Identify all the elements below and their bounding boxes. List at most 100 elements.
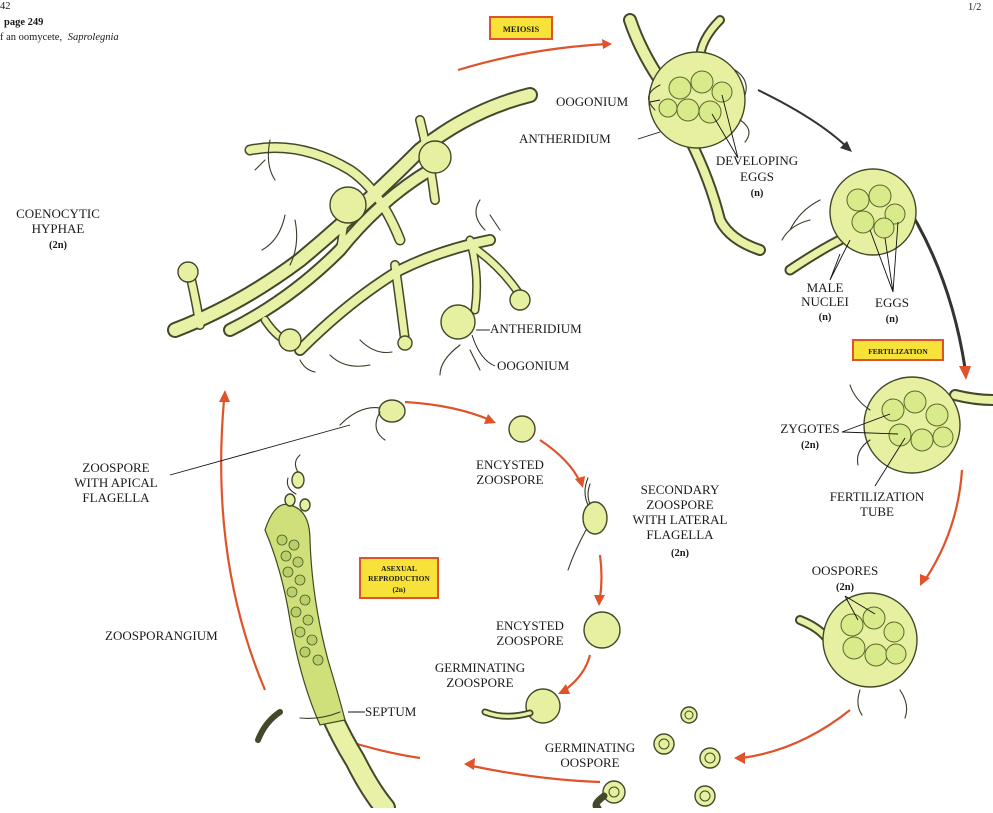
arrowhead-bottom: [464, 758, 475, 770]
oospore-single: [700, 748, 720, 768]
arrow-encysted2-to-germ: [565, 655, 590, 690]
germinating-zoospore-illustration: [485, 689, 560, 723]
arrowhead-encysted2: [594, 595, 605, 606]
tag-meiosis-text: MEIOSIS: [503, 24, 540, 34]
oospore-single: [654, 734, 674, 754]
label-zoospore-apical: ZOOSPORE WITH APICAL FLAGELLA: [74, 425, 350, 505]
label-antheridium-left-text: ANTHERIDIUM: [490, 321, 582, 336]
label-coenocytic-hyphae: COENOCYTIC HYPHAE (2n): [16, 206, 100, 251]
label-septum: SEPTUM: [348, 704, 417, 719]
leader-zoospore-apical: [170, 425, 350, 475]
label-zygotes-line2: (2n): [801, 440, 820, 451]
germinating-zoospore-body: [526, 689, 560, 723]
label-zoosporangium: ZOOSPORANGIUM: [105, 628, 218, 643]
header-line-1: 42: [0, 1, 11, 12]
label-eggs-line2: (n): [886, 314, 899, 325]
oospores-illustration: [800, 593, 917, 718]
tag-asexual-line2: REPRODUCTION: [368, 574, 430, 583]
label-secondary-line4: FLAGELLA: [646, 527, 714, 542]
label-secondary-line2: ZOOSPORE: [646, 497, 713, 512]
header-genus: Saprolegnia: [68, 32, 119, 43]
label-zoosporangium-text: ZOOSPORANGIUM: [105, 628, 218, 643]
label-zygotes-line1: ZYGOTES: [780, 421, 839, 436]
label-germ-oospore-line1: GERMINATING: [545, 740, 635, 755]
tag-asexual-line3: (2n): [393, 585, 406, 594]
label-eggs-line1: EGGS: [875, 295, 909, 310]
label-germ-zoospore-line2: ZOOSPORE: [446, 675, 513, 690]
encysted-zoospore-2-body: [584, 612, 620, 648]
label-encysted-zoospore-2: ENCYSTED ZOOSPORE: [496, 618, 564, 648]
zoospore-apical-illustration: [340, 400, 405, 440]
coenocytic-hyphae-illustration: [175, 95, 530, 375]
label-coenocytic-line3: (2n): [49, 240, 68, 251]
oogonium-head: [279, 329, 301, 351]
label-septum-text: SEPTUM: [365, 704, 417, 719]
label-zoospore-apical-line1: ZOOSPORE: [82, 460, 149, 475]
oospore-single: [695, 786, 715, 806]
zoospore-body: [379, 400, 405, 422]
apical-flagella: [340, 408, 385, 440]
arrowhead-to-zygotes: [959, 366, 971, 380]
label-developing-line2: EGGS: [740, 169, 774, 184]
label-secondary-line3: WITH LATERAL: [633, 512, 728, 527]
header-line-3: f an oomycete, Saprolegnia: [0, 32, 119, 43]
label-male-line1: MALE: [807, 280, 844, 295]
label-secondary-line5: (2n): [671, 548, 690, 559]
arrow-to-oogonium: [458, 44, 608, 70]
arrowhead-secondary: [575, 476, 585, 488]
label-fert-tube-line2: TUBE: [860, 504, 894, 519]
oogonium-head: [419, 141, 451, 173]
oogonium-head: [510, 290, 530, 310]
label-oospores-line2: (2n): [836, 582, 855, 593]
label-fert-tube-line1: FERTILIZATION: [830, 489, 925, 504]
arrow-to-oospores: [925, 470, 962, 580]
label-developing-line1: DEVELOPING: [716, 153, 798, 168]
zoosporangium-body: [265, 504, 345, 725]
arrow-to-developing: [758, 90, 850, 150]
arrow-to-germ-oospore: [742, 710, 850, 758]
label-oogonium-left: OOGONIUM: [472, 335, 570, 373]
arrow-encysted-to-secondary: [540, 440, 580, 482]
tag-asexual-line1: ASEXUAL: [381, 564, 417, 573]
label-antheridium-top: ANTHERIDIUM: [519, 131, 660, 146]
arrow-zoospore-to-encysted: [405, 402, 490, 420]
tag-fertilization: FERTILIZATION: [853, 340, 943, 360]
encysted-zoospore-1-illustration: [509, 416, 535, 442]
label-oogonium-top-text: OOGONIUM: [556, 94, 629, 109]
label-coenocytic-line1: COENOCYTIC: [16, 206, 100, 221]
label-germ-zoospore-line1: GERMINATING: [435, 660, 525, 675]
tag-fertilization-text: FERTILIZATION: [868, 347, 928, 356]
label-zoospore-apical-line3: FLAGELLA: [82, 490, 150, 505]
oospore-wall: [823, 593, 917, 687]
oogonium-head: [178, 262, 198, 282]
label-encysted2-line1: ENCYSTED: [496, 618, 564, 633]
oospore-germinating: [603, 781, 625, 803]
oospore-single: [681, 707, 697, 723]
label-oospores-line1: OOSPORES: [812, 563, 878, 578]
label-oogonium-left-text: OOGONIUM: [497, 358, 570, 373]
arrow-secondary-to-encysted2: [600, 555, 602, 598]
arrowhead-germ: [558, 684, 570, 694]
header-line-3-prefix: f an oomycete,: [0, 32, 62, 43]
tag-meiosis: MEIOSIS: [490, 17, 552, 39]
label-germ-oospore-line2: OOSPORE: [560, 755, 619, 770]
label-encysted1-line1: ENCYSTED: [476, 457, 544, 472]
arrowhead-to-germ-oospore: [734, 752, 745, 764]
oogonium-head: [441, 305, 475, 339]
label-oogonium-top: OOGONIUM: [556, 94, 660, 109]
oogonium-head: [330, 187, 366, 223]
label-antheridium-top-text: ANTHERIDIUM: [519, 131, 611, 146]
zoosporangium-illustration: [258, 455, 385, 808]
zygotes-illustration: [850, 377, 993, 473]
label-developing-line3: (n): [751, 188, 764, 199]
label-encysted-zoospore-1: ENCYSTED ZOOSPORE: [476, 457, 544, 487]
label-male-line3: (n): [819, 312, 832, 323]
label-germinating-oospore: GERMINATING OOSPORE: [545, 740, 635, 770]
encysted-zoospore-2-illustration: [584, 612, 620, 648]
encysted-zoospore-body: [509, 416, 535, 442]
released-zoospores: [285, 455, 310, 511]
header-line-2: page 249: [4, 17, 43, 28]
label-coenocytic-line2: HYPHAE: [32, 221, 85, 236]
label-zoospore-apical-line2: WITH APICAL: [74, 475, 157, 490]
